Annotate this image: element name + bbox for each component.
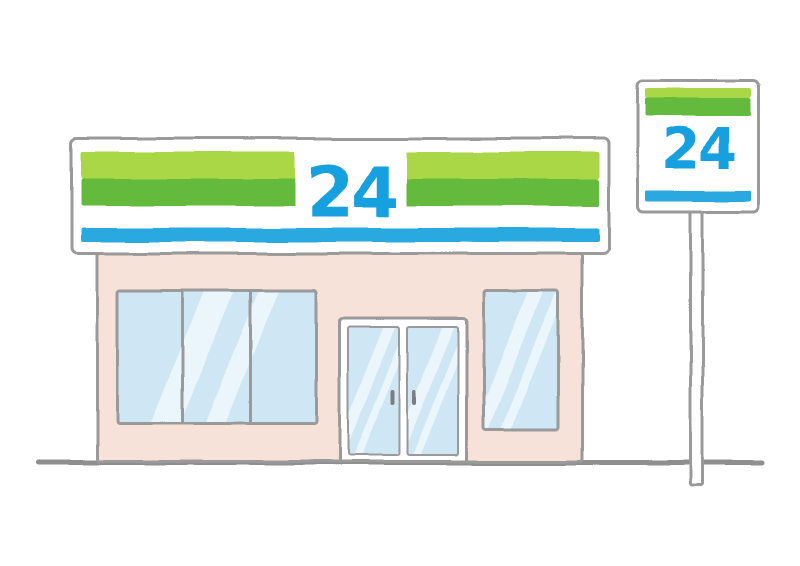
pole-sign-stripe-green <box>645 98 751 116</box>
storefront-sign: 24 <box>70 137 610 255</box>
door-handle <box>412 390 416 405</box>
sign-pole <box>689 208 704 487</box>
pole-sign-24-text: 24 <box>661 117 737 182</box>
door-handle <box>390 390 394 405</box>
pole-sign: 24 <box>636 79 760 213</box>
window-pane-divider <box>181 292 184 422</box>
pole-sign-stripe-blue <box>645 190 751 201</box>
sign-24-panel: 24 <box>295 146 407 234</box>
window-pane-divider <box>249 292 252 422</box>
entrance-doors <box>338 317 468 463</box>
door-right <box>406 326 459 456</box>
door-left <box>347 326 400 456</box>
right-window <box>482 289 560 431</box>
sign-24-text: 24 <box>305 152 399 234</box>
pole-sign-stripe-light-green <box>645 88 751 98</box>
sign-stripe-blue <box>81 228 599 242</box>
left-window <box>116 289 318 425</box>
